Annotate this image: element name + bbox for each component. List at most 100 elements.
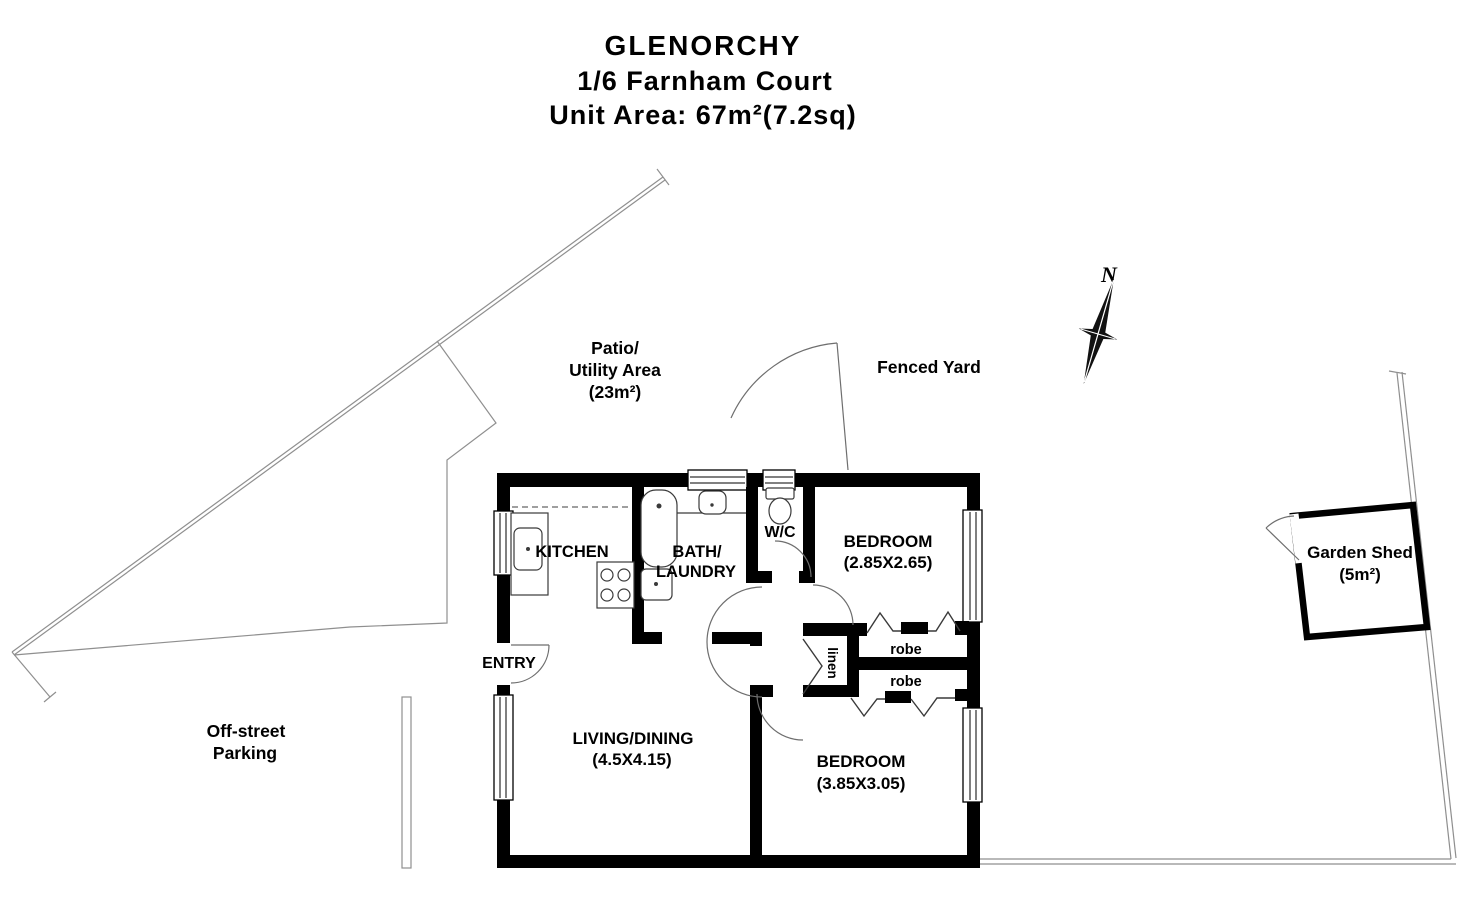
- wall-robe-top: [803, 623, 867, 636]
- wall-south: [497, 855, 980, 868]
- shed-door-leaf: [1265, 527, 1300, 561]
- exterior-walls: [497, 473, 980, 868]
- wall-robe-bottom-end: [955, 689, 969, 701]
- entry-label: ENTRY: [482, 655, 536, 672]
- site-boundaries: [11, 168, 1457, 869]
- toilet-cistern: [765, 487, 795, 500]
- bedroom1-label-2: (2.85X2.65): [844, 553, 933, 572]
- storage-doors: [802, 610, 961, 718]
- kitchen-sink-tap: [526, 547, 530, 551]
- north-label: N: [1100, 262, 1118, 287]
- stove: [596, 561, 635, 609]
- kitchen-window: [493, 510, 514, 576]
- compass-star: [1078, 278, 1118, 384]
- parking-label-1: Off-street: [207, 721, 286, 741]
- hall-door-arc-2: [706, 641, 763, 698]
- kitchen-label: KITCHEN: [535, 543, 608, 561]
- living-window: [493, 694, 514, 801]
- bedroom1-label-1: BEDROOM: [844, 532, 933, 551]
- title-block: GLENORCHY 1/6 Farnham Court Unit Area: 6…: [549, 30, 856, 130]
- patio-fence-line: [11, 176, 664, 653]
- patio-label-3: (23m²): [589, 382, 642, 402]
- wc-label: W/C: [764, 524, 796, 541]
- wall-west-3: [497, 685, 510, 697]
- robe-top-bifold-right: [928, 610, 961, 632]
- patio-inner-boundary: [13, 340, 497, 656]
- property-address: 1/6 Farnham Court: [577, 66, 833, 96]
- wall-north-2: [747, 473, 763, 487]
- property-title: GLENORCHY: [605, 30, 802, 61]
- robe-top-bifold-tab: [901, 622, 928, 634]
- robe-top-bifold-left: [866, 611, 901, 634]
- wall-north-1: [497, 473, 688, 487]
- bath-label-2: LAUNDRY: [656, 563, 736, 581]
- bath-label-1: BATH/: [672, 543, 722, 561]
- wall-living-bed2: [750, 687, 762, 855]
- yard-fence-tick: [1388, 370, 1407, 375]
- wall-robe-divider: [847, 657, 968, 670]
- bedroom1-door-arc: [812, 584, 854, 626]
- wall-bath-east: [746, 487, 758, 579]
- yard-gate-swing-arc: [730, 342, 838, 419]
- bathtub-drain: [656, 503, 662, 509]
- wall-bath-south-right: [712, 632, 758, 644]
- vanity-tap: [710, 503, 714, 507]
- bedroom2-window: [962, 707, 983, 803]
- living-label-1: LIVING/DINING: [573, 729, 694, 748]
- patio-label-2: Utility Area: [569, 360, 661, 380]
- wc-window: [762, 469, 796, 491]
- bedroom2-label-1: BEDROOM: [817, 752, 906, 771]
- wall-bed1-west: [803, 487, 815, 573]
- wall-living-bed2-nub: [750, 632, 762, 646]
- parking-fence: [401, 696, 412, 869]
- bath-window: [687, 469, 748, 491]
- fenced-yard-label: Fenced Yard: [877, 357, 981, 377]
- robe-bottom-bifold-right: [910, 697, 955, 718]
- wall-west-4: [497, 800, 510, 868]
- fixtures: [510, 487, 795, 609]
- wall-west-1: [497, 473, 510, 511]
- stove-burner-3: [600, 588, 614, 602]
- robe-top-label: robe: [890, 642, 921, 658]
- robe-bottom-label: robe: [890, 674, 921, 690]
- robe-bottom-bifold-left: [850, 697, 885, 718]
- patio-fence-line-inner: [13, 179, 666, 656]
- hall-door-arc-1: [706, 586, 763, 643]
- bedroom2-door-arc: [756, 693, 804, 741]
- parking-label-2: Parking: [213, 743, 277, 763]
- vanity-basin: [698, 490, 727, 515]
- shed-door-opening: [1289, 513, 1305, 564]
- entry-door-arc: [510, 644, 550, 684]
- fence-tail-tick: [43, 691, 57, 703]
- bedroom1-window: [962, 509, 983, 623]
- robe-bottom-bifold-tab: [885, 691, 911, 703]
- shed-label-1: Garden Shed: [1307, 543, 1413, 562]
- wall-bath-south-left: [632, 632, 662, 644]
- labels: Patio/ Utility Area (23m²) Fenced Yard O…: [207, 338, 1413, 793]
- bathtub: [640, 489, 678, 568]
- living-label-2: (4.5X4.15): [592, 750, 671, 769]
- shed-door-arc: [1265, 515, 1295, 529]
- patio-label-1: Patio/: [591, 338, 639, 358]
- wc-door-arc: [774, 540, 812, 578]
- stove-burner-1: [600, 568, 614, 582]
- fence-end-tick-top: [656, 168, 670, 186]
- wall-east-3: [967, 802, 980, 868]
- linen-label: linen: [825, 647, 840, 679]
- toilet-bowl: [768, 497, 792, 525]
- garden-shed: [1265, 501, 1431, 641]
- shed-outline: [1289, 501, 1431, 641]
- linen-bifold: [802, 638, 823, 695]
- stove-burner-2: [617, 568, 631, 582]
- laundry-tap: [654, 582, 658, 586]
- north-compass: N: [1078, 262, 1118, 384]
- wall-wc-nub-left: [746, 571, 772, 583]
- shed-label-2: (5m²): [1339, 565, 1381, 584]
- wall-bed2-north-left: [750, 685, 773, 697]
- wall-east-2: [967, 622, 980, 708]
- wall-west-2: [497, 575, 510, 643]
- wall-linen-bottom: [803, 685, 859, 697]
- stove-burner-4: [617, 588, 631, 602]
